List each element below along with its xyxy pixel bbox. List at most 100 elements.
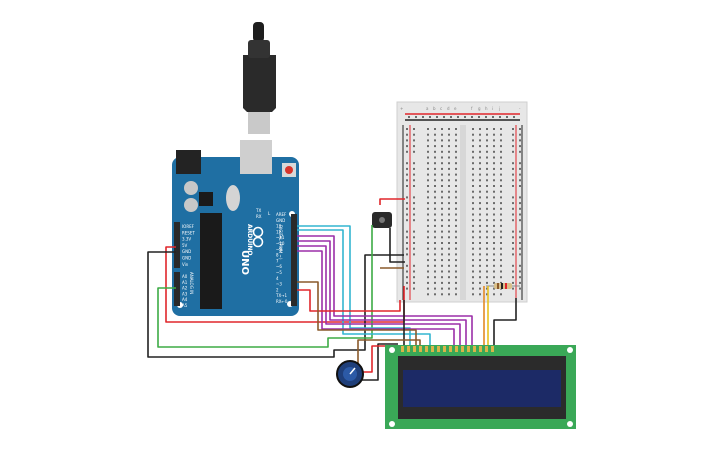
rail-hole[interactable] xyxy=(512,270,514,273)
breadboard-hole[interactable] xyxy=(472,281,474,284)
breadboard-hole[interactable] xyxy=(434,219,436,222)
breadboard-hole[interactable] xyxy=(486,150,488,153)
breadboard-hole[interactable] xyxy=(472,156,474,159)
rail-hole[interactable] xyxy=(413,230,415,233)
breadboard-hole[interactable] xyxy=(434,236,436,239)
breadboard-hole[interactable] xyxy=(427,207,429,210)
breadboard-hole[interactable] xyxy=(500,202,502,205)
breadboard-hole[interactable] xyxy=(472,179,474,182)
breadboard-hole[interactable] xyxy=(472,242,474,244)
breadboard-hole[interactable] xyxy=(455,190,457,193)
breadboard-hole[interactable] xyxy=(448,145,450,148)
rail-hole[interactable] xyxy=(413,202,415,205)
breadboard-hole[interactable] xyxy=(493,264,495,267)
rail-hole[interactable] xyxy=(519,150,521,153)
breadboard-hole[interactable] xyxy=(479,242,481,244)
rail-hole[interactable] xyxy=(512,167,514,170)
breadboard-hole[interactable] xyxy=(448,207,450,210)
breadboard-hole[interactable] xyxy=(434,190,436,193)
rail-hole[interactable] xyxy=(413,242,415,244)
breadboard-hole[interactable] xyxy=(427,224,429,227)
lcd-pin[interactable] xyxy=(431,346,434,352)
rail-hole[interactable] xyxy=(406,242,408,244)
breadboard-hole[interactable] xyxy=(434,276,436,279)
rail-hole[interactable] xyxy=(512,196,514,199)
lcd-pin[interactable] xyxy=(473,346,476,352)
breadboard-hole[interactable] xyxy=(500,293,502,296)
breadboard-hole[interactable] xyxy=(434,156,436,159)
breadboard-hole[interactable] xyxy=(441,276,443,279)
breadboard-hole[interactable] xyxy=(427,156,429,159)
breadboard-hole[interactable] xyxy=(493,281,495,284)
rail-hole[interactable] xyxy=(471,116,473,118)
lcd-display[interactable] xyxy=(385,345,576,429)
breadboard-hole[interactable] xyxy=(472,287,474,290)
breadboard-hole[interactable] xyxy=(479,139,481,142)
breadboard-hole[interactable] xyxy=(455,150,457,153)
breadboard-hole[interactable] xyxy=(434,179,436,182)
breadboard-hole[interactable] xyxy=(441,190,443,193)
breadboard-hole[interactable] xyxy=(493,185,495,187)
breadboard-hole[interactable] xyxy=(479,264,481,267)
breadboard-hole[interactable] xyxy=(472,162,474,165)
breadboard-hole[interactable] xyxy=(493,139,495,142)
breadboard-hole[interactable] xyxy=(486,293,488,296)
rail-hole[interactable] xyxy=(512,219,514,222)
breadboard-hole[interactable] xyxy=(486,259,488,262)
breadboard-hole[interactable] xyxy=(434,264,436,267)
breadboard-hole[interactable] xyxy=(427,287,429,290)
breadboard-hole[interactable] xyxy=(455,259,457,262)
breadboard-hole[interactable] xyxy=(441,139,443,142)
breadboard-hole[interactable] xyxy=(479,202,481,205)
breadboard-hole[interactable] xyxy=(434,293,436,296)
rail-hole[interactable] xyxy=(513,116,515,118)
breadboard-hole[interactable] xyxy=(441,213,443,216)
breadboard-hole[interactable] xyxy=(479,162,481,165)
rail-hole[interactable] xyxy=(413,276,415,279)
breadboard-hole[interactable] xyxy=(455,156,457,159)
rail-hole[interactable] xyxy=(406,139,408,142)
breadboard-hole[interactable] xyxy=(479,247,481,250)
breadboard-hole[interactable] xyxy=(441,185,443,187)
breadboard-hole[interactable] xyxy=(434,253,436,256)
breadboard-hole[interactable] xyxy=(493,270,495,273)
rail-hole[interactable] xyxy=(512,150,514,153)
breadboard-hole[interactable] xyxy=(500,196,502,199)
breadboard-hole[interactable] xyxy=(427,139,429,142)
rail-hole[interactable] xyxy=(406,173,408,176)
wire-lcd-vcc[interactable] xyxy=(297,289,401,312)
rail-hole[interactable] xyxy=(413,281,415,284)
usb-cable[interactable] xyxy=(243,22,276,134)
breadboard-hole[interactable] xyxy=(441,150,443,153)
wire-d5[interactable] xyxy=(297,235,473,345)
rail-hole[interactable] xyxy=(413,287,415,290)
breadboard-hole[interactable] xyxy=(493,196,495,199)
breadboard-hole[interactable] xyxy=(493,242,495,244)
breadboard-hole[interactable] xyxy=(493,207,495,210)
rail-hole[interactable] xyxy=(512,139,514,142)
breadboard-hole[interactable] xyxy=(493,150,495,153)
breadboard-hole[interactable] xyxy=(486,207,488,210)
breadboard-hole[interactable] xyxy=(434,247,436,250)
breadboard-hole[interactable] xyxy=(493,162,495,165)
breadboard-hole[interactable] xyxy=(441,207,443,210)
breadboard-hole[interactable] xyxy=(472,133,474,136)
breadboard-hole[interactable] xyxy=(486,190,488,193)
breadboard-hole[interactable] xyxy=(434,139,436,142)
breadboard-hole[interactable] xyxy=(486,128,488,130)
breadboard-hole[interactable] xyxy=(500,156,502,159)
breadboard-hole[interactable] xyxy=(486,133,488,136)
breadboard-hole[interactable] xyxy=(479,276,481,279)
breadboard-hole[interactable] xyxy=(441,156,443,159)
breadboard-hole[interactable] xyxy=(455,287,457,290)
rail-hole[interactable] xyxy=(512,133,514,136)
breadboard-hole[interactable] xyxy=(455,236,457,239)
breadboard-hole[interactable] xyxy=(479,133,481,136)
rail-hole[interactable] xyxy=(413,173,415,176)
breadboard-hole[interactable] xyxy=(479,190,481,193)
breadboard-hole[interactable] xyxy=(486,213,488,216)
rail-hole[interactable] xyxy=(519,253,521,256)
breadboard-hole[interactable] xyxy=(427,230,429,233)
breadboard-hole[interactable] xyxy=(479,150,481,153)
breadboard-hole[interactable] xyxy=(472,196,474,199)
